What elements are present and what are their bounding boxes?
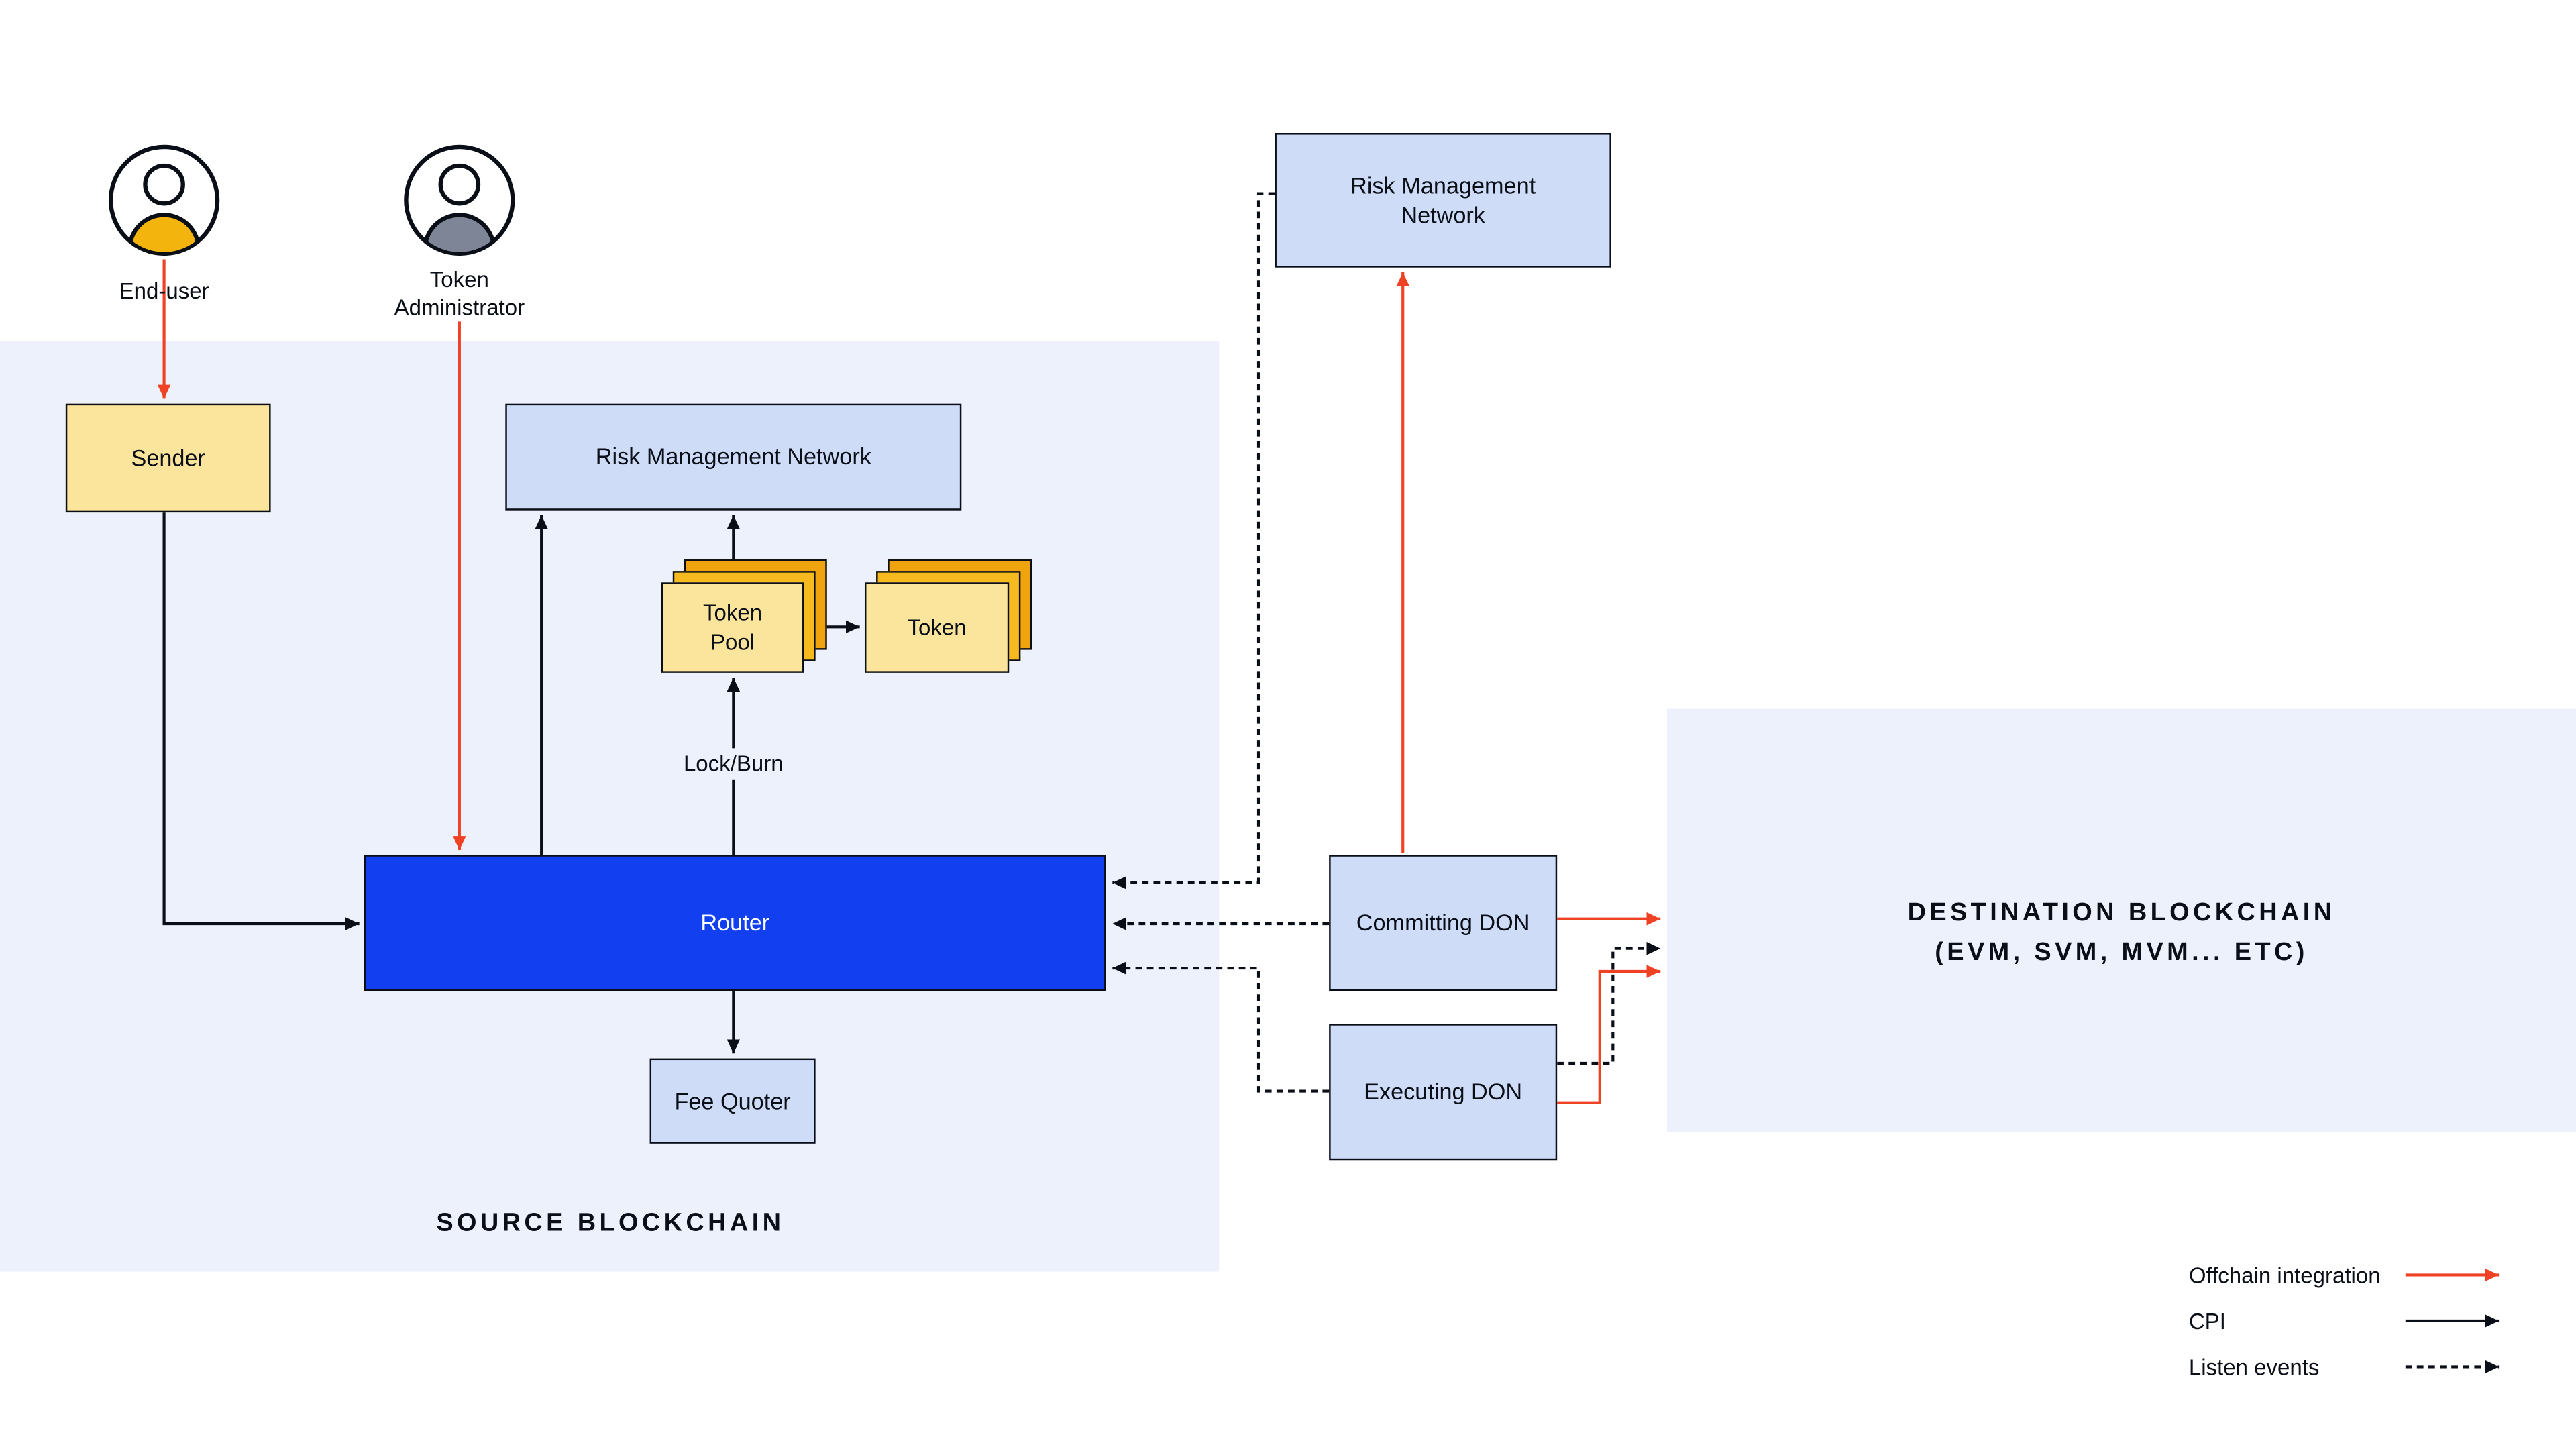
legend-row-listen-events: Listen events [2189, 1354, 2514, 1380]
legend-label-listen-events: Listen events [2188, 1354, 2320, 1379]
edge-executingdon-to-router-listen [1112, 961, 1330, 1093]
edge-sender-to-router [162, 512, 360, 930]
legend-row-cpi: CPI [2189, 1307, 2514, 1334]
lock-burn-label: Lock/Burn [657, 748, 809, 780]
legend-arrow-red-icon [2405, 1268, 2500, 1282]
end-user-icon [108, 144, 220, 256]
end-user-label: End-user [119, 278, 209, 304]
risk-management-network-source-node: Risk Management Network [505, 403, 962, 511]
token-administrator-icon-head [438, 163, 481, 206]
legend-label-cpi: CPI [2188, 1308, 2226, 1334]
legend-label-offchain-integration: Offchain integration [2188, 1263, 2381, 1287]
destination-title-line2: (EVM, SVM, MVM... ETC) [1935, 938, 2308, 967]
token-node: Token [864, 582, 1010, 673]
source-blockchain-title: SOURCE BLOCKCHAIN [436, 1209, 785, 1238]
token-pool-node: Token Pool [661, 582, 804, 673]
committing-don-node: Committing DON [1329, 855, 1558, 991]
destination-title-line1: DESTINATION BLOCKCHAIN [1907, 899, 2336, 927]
fee-quoter-node: Fee Quoter [649, 1058, 816, 1144]
router-node: Router [364, 855, 1106, 991]
token-administrator-icon [404, 144, 515, 256]
risk-management-network-offchain-node: Risk Management Network [1275, 133, 1611, 268]
edge-executingdon-to-destination-listen [1557, 941, 1661, 1065]
sender-node: Sender [65, 403, 271, 513]
legend-row-offchain-integration: Offchain integration [2189, 1262, 2514, 1288]
edge-executingdon-to-destination [1557, 965, 1661, 1104]
legend-arrow-black-icon [2405, 1314, 2500, 1328]
edge-rmn-offchain-to-router-listen [1112, 192, 1275, 890]
destination-blockchain-title: DESTINATION BLOCKCHAIN (EVM, SVM, MVM...… [1667, 894, 2576, 973]
destination-blockchain-region [1667, 708, 2576, 1132]
token-pool-stack: Token Pool [661, 559, 827, 673]
token-stack: Token [864, 559, 1032, 673]
end-user-icon-head [143, 163, 185, 206]
executing-don-node: Executing DON [1329, 1024, 1558, 1161]
legend-arrow-dashed-icon [2405, 1360, 2500, 1374]
token-administrator-label: Token Administrator [394, 267, 525, 320]
